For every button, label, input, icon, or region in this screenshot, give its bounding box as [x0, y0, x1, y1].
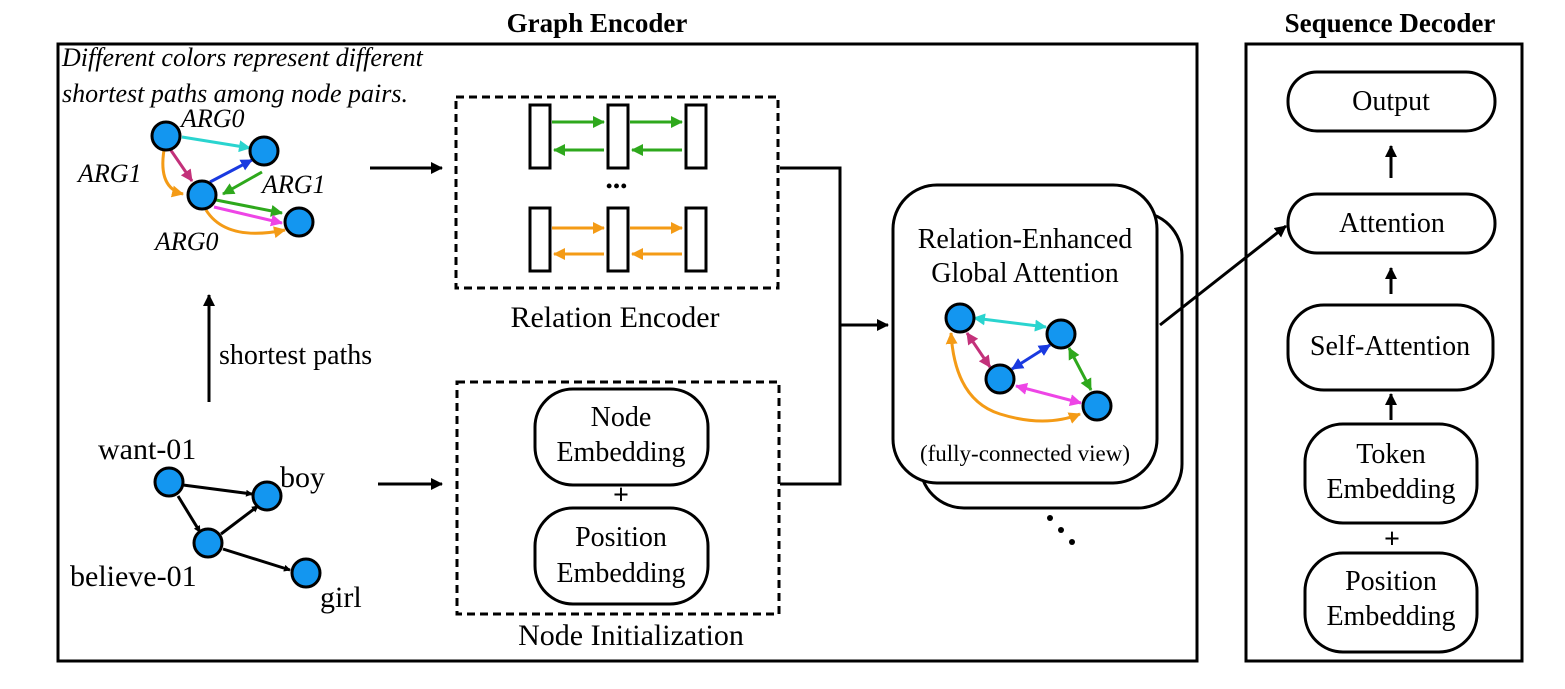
stack-dot [1069, 539, 1075, 545]
shortest-paths-label: shortest paths [219, 340, 372, 371]
decoder-position-embedding-line1: Position [1345, 566, 1437, 597]
graph-encoder-frame [56, 42, 1199, 663]
self-attention-box [1286, 303, 1495, 392]
path-edge-orange-left [161, 149, 184, 198]
color-note-line2: shortest paths among node pairs. [62, 79, 408, 108]
fc-edge-cyan [973, 313, 1047, 332]
amr-edge [222, 547, 291, 572]
graph-node [150, 120, 182, 152]
path-edge-green-down [215, 198, 283, 217]
relation-encoder: ••• Relation Encoder [454, 95, 780, 334]
amr-input-graph: want-01 boy believe-01 girl [70, 433, 362, 614]
fc-node [984, 363, 1016, 395]
shortest-path-graph: ARG0 ARG1 ARG1 ARG0 [76, 104, 326, 256]
edge-label-arg1-right: ARG1 [260, 170, 326, 199]
sequence-decoder-frame [1244, 42, 1524, 663]
node-embedding-line2: Embedding [556, 437, 685, 468]
graph-encoder-title: Graph Encoder [507, 8, 688, 38]
stack-dot [1047, 515, 1053, 521]
path-edge-green-up [222, 170, 263, 196]
graph-node [186, 179, 218, 211]
path-edge-cyan [181, 135, 251, 153]
node-initialization-label: Node Initialization [518, 619, 744, 652]
rnn-cell [606, 206, 630, 273]
rnn-cell [528, 103, 552, 170]
decoder-position-embedding-line2: Embedding [1326, 601, 1455, 632]
attention-box [1286, 192, 1497, 255]
amr-label-girl: girl [320, 581, 362, 614]
amr-edge [220, 504, 259, 536]
position-embedding-line2: Embedding [556, 558, 685, 589]
rnn-cell [684, 206, 708, 273]
relation-encoder-label: Relation Encoder [510, 301, 719, 334]
fc-node [1045, 318, 1077, 350]
relation-encoder-ellipsis: ••• [606, 176, 628, 196]
amr-label-boy: boy [280, 461, 325, 494]
path-edge-blue [209, 158, 253, 184]
amr-node-boy [251, 480, 283, 512]
path-edge-orange-bottom [204, 209, 286, 239]
node-init-plus: + [613, 480, 629, 511]
node-initialization-box [455, 380, 781, 616]
amr-node-girl [290, 557, 322, 589]
position-embedding-line1: Position [575, 522, 667, 553]
global-attention-title-line1: Relation-Enhanced [918, 224, 1133, 255]
token-embedding-line1: Token [1356, 439, 1426, 470]
sequence-decoder-title: Sequence Decoder [1285, 8, 1496, 38]
global-attention-stack: Relation-Enhanced Global Attention (full… [891, 183, 1184, 510]
position-embedding-box [533, 506, 710, 606]
output-box [1286, 70, 1497, 133]
path-edge-magenta [168, 148, 194, 182]
color-note-line1: Different colors represent different [61, 43, 424, 72]
graph-node [283, 206, 315, 238]
amr-edge [182, 483, 253, 497]
fc-edge-orange [945, 332, 1081, 424]
edge-label-arg0-bottom: ARG0 [153, 227, 219, 256]
rnn-cell [606, 103, 630, 170]
fc-node [944, 302, 976, 334]
global-attention-title-line2: Global Attention [931, 258, 1118, 289]
amr-edge [176, 495, 202, 533]
fc-node [1081, 390, 1113, 422]
node-embedding-line1: Node [591, 402, 652, 433]
node-embedding-box [533, 387, 710, 487]
amr-node-want [153, 466, 185, 498]
decoder-position-embedding-box [1303, 551, 1479, 654]
edge-label-arg1-left: ARG1 [76, 159, 142, 188]
token-embedding-line2: Embedding [1326, 474, 1455, 505]
encoder-to-decoder-arrow [1159, 224, 1287, 327]
self-attention-label: Self-Attention [1310, 331, 1470, 362]
attention-label: Attention [1339, 208, 1445, 239]
stack-dot [1058, 527, 1064, 533]
amr-label-believe: believe-01 [70, 560, 197, 593]
amr-node-believe [192, 527, 224, 559]
token-embedding-box [1303, 422, 1479, 525]
rnn-cell [528, 206, 552, 273]
rnn-cell [684, 103, 708, 170]
amr-label-want: want-01 [98, 433, 196, 466]
output-label: Output [1352, 86, 1430, 117]
path-edge-pink [213, 205, 283, 227]
merge-connector [780, 166, 842, 486]
graph-node [248, 135, 280, 167]
relation-encoder-box [454, 95, 780, 290]
node-initialization: Node Embedding + Position Embedding Node… [455, 380, 781, 652]
decoder-plus: + [1384, 524, 1400, 555]
global-attention-caption: (fully-connected view) [920, 441, 1130, 466]
edge-label-arg0-top: ARG0 [179, 104, 245, 133]
